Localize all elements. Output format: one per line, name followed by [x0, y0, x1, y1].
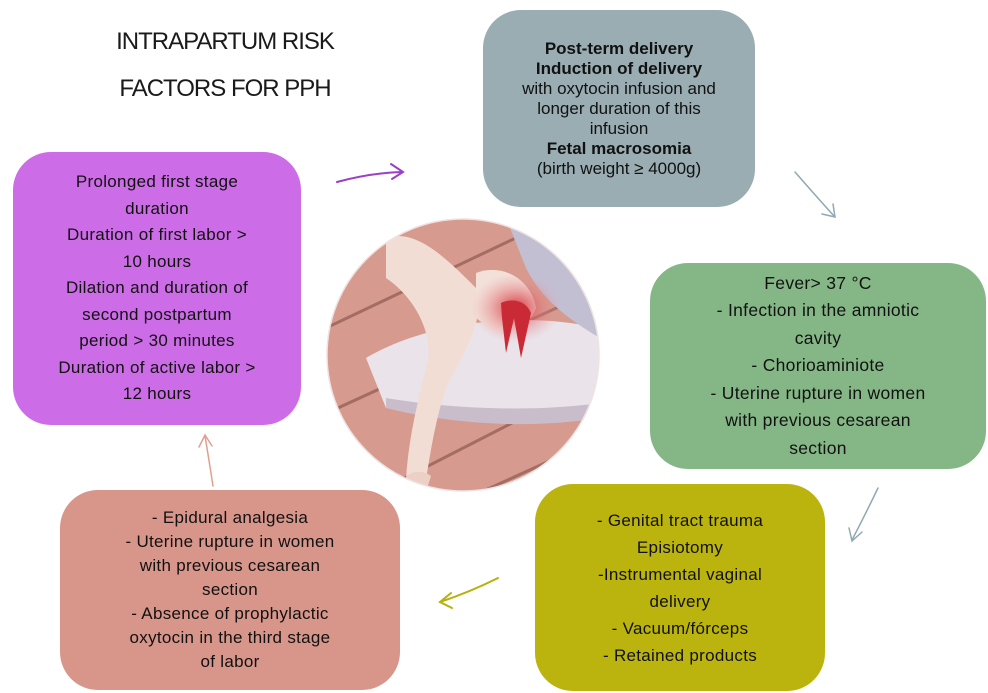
arrow-first-to-postterm — [337, 164, 403, 182]
arrow-epidural-to-first — [199, 435, 213, 486]
arrow-genital-to-epidural — [440, 578, 498, 608]
arrow-fever-to-genital — [849, 488, 878, 541]
arrow-postterm-to-fever — [795, 172, 835, 217]
